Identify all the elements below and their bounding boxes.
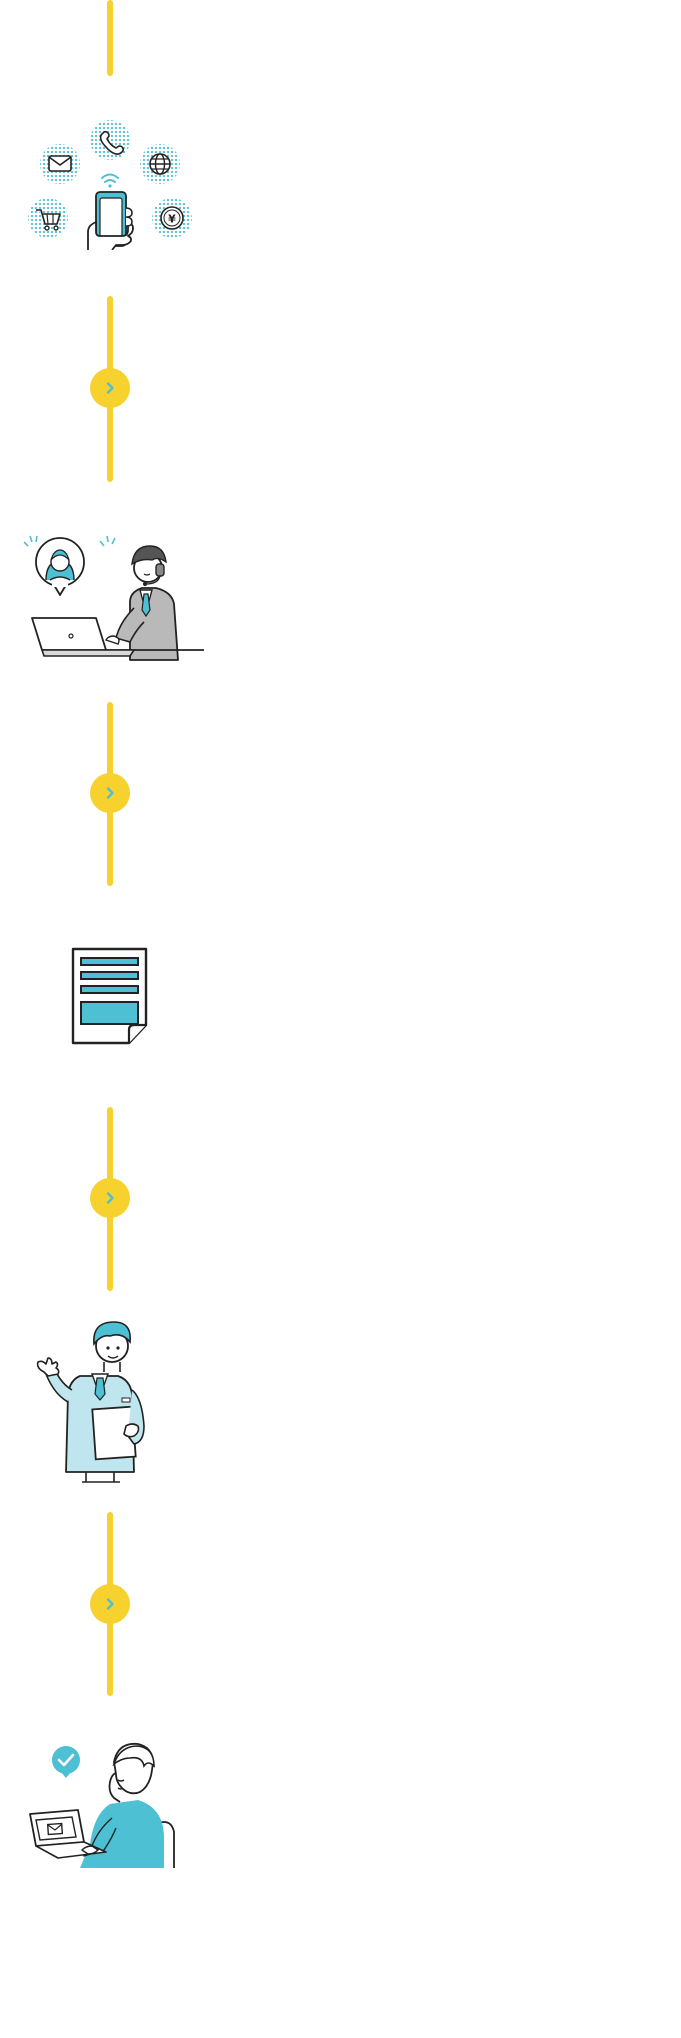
- step-1-illustration: ¥: [26, 118, 198, 250]
- step-3-illustration: [70, 946, 152, 1046]
- smartphone-services-icon: ¥: [28, 120, 192, 250]
- chevron-right-icon: [106, 1192, 114, 1204]
- svg-text:¥: ¥: [168, 213, 176, 226]
- step-arrow-2: [90, 773, 130, 813]
- step-arrow-3: [90, 1178, 130, 1218]
- chevron-right-icon: [106, 787, 114, 799]
- laptop-confirmation-icon: [29, 1742, 175, 1868]
- step-arrow-1: [90, 368, 130, 408]
- support-operator-icon: [23, 535, 204, 661]
- chevron-right-icon: [106, 1598, 114, 1610]
- step-arrow-4: [90, 1584, 130, 1624]
- timeline-line-top: [107, 0, 113, 76]
- step-2-illustration: [22, 528, 206, 664]
- staff-explaining-icon: [36, 1321, 145, 1483]
- chevron-right-icon: [106, 382, 114, 394]
- step-5-illustration: [26, 1738, 190, 1870]
- document-form-icon: [71, 947, 148, 1045]
- step-4-illustration: [36, 1318, 168, 1484]
